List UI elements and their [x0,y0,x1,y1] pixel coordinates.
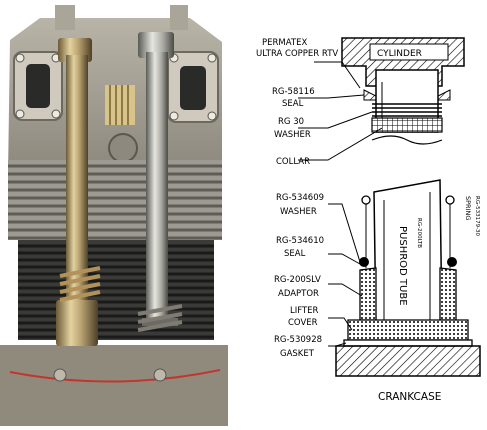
silver-pushrod-tube [138,32,178,326]
label-adaptor: ADAPTOR [278,289,319,299]
label-gasket: GASKET [280,349,315,359]
label-rg-58116: RG-58116 [272,87,315,97]
label-seal-bottom: SEAL [284,249,306,259]
label-rg-530928: RG-530928 [274,335,322,345]
label-washer-bottom: WASHER [280,207,317,217]
top-assembly [341,37,465,145]
label-rg-534610: RG-534610 [276,236,324,246]
gold-spring [59,266,101,302]
engine-photo-illustration [0,0,228,426]
engine-photo [0,0,228,426]
right-port-flange [167,51,219,123]
label-spring: SPRING [464,196,472,220]
label-washer-top: WASHER [274,130,311,140]
silver-spring [137,304,183,332]
label-spring-part-number: RG-533179-30 [474,196,480,237]
label-crankcase: CRANKCASE [378,391,441,403]
label-collar: COLLAR [276,157,310,167]
label-rg-200slv: RG-200SLV [274,275,321,285]
label-rg-534609: RG-534609 [276,193,324,203]
diagram-drawing: PERMATEX ULTRA COPPER RTV CYLINDER RG-58… [256,37,481,403]
label-rg-200ltb: RG-200LTB [416,218,422,248]
bottom-assembly [335,179,481,377]
left-port-flange [13,51,63,121]
label-permatex: PERMATEX [262,38,307,48]
label-pushrod-tube: PUSHROD TUBE [397,226,408,306]
crankcase-base [0,345,228,426]
cooling-fins-upper [8,160,222,240]
label-rg-30: RG 30 [278,117,304,127]
gold-pushrod-tube [56,38,98,346]
label-lifter: LIFTER [290,306,319,316]
pushrod-seal-diagram: PERMATEX ULTRA COPPER RTV CYLINDER RG-58… [232,0,487,426]
cylinder-barrel-fins [18,240,214,340]
label-ultra-copper-rtv: ULTRA COPPER RTV [256,49,338,59]
label-cylinder: CYLINDER [377,49,422,59]
label-seal-top: SEAL [282,99,304,109]
label-cover: COVER [288,318,318,328]
